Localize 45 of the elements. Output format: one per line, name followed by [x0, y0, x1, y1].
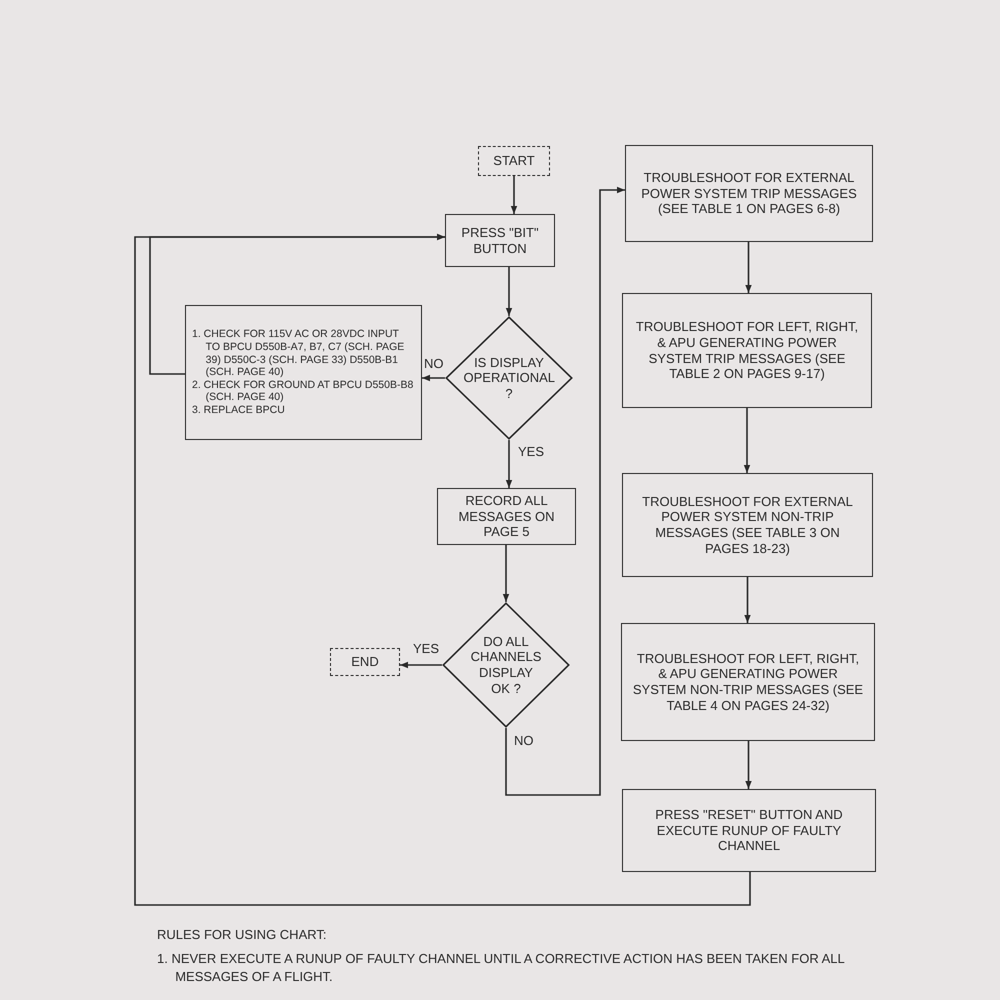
terminal-box: [478, 146, 550, 176]
node-text: PRESS "BIT" BUTTON: [460, 224, 540, 256]
rules-heading: RULES FOR USING CHART:: [157, 927, 328, 942]
node-text: IS DISPLAY OPERATIONAL ?: [463, 354, 554, 402]
arrow: [505, 186, 625, 796]
arrow: [510, 176, 518, 214]
process-box: [621, 623, 875, 741]
arrow: [400, 662, 442, 668]
process-box: [437, 488, 576, 545]
arrow: [506, 440, 512, 488]
node-text: PRESS "RESET" BUTTON AND EXECUTE RUNUP OF FAULTY CHANNEL: [654, 807, 844, 854]
arrow: [149, 234, 445, 375]
arrow: [422, 374, 445, 382]
node-text: START: [493, 153, 535, 169]
terminal-box: [330, 648, 400, 676]
edge-label: NO: [422, 356, 446, 371]
rule-text: 1. NEVER EXECUTE A RUNUP OF FAULTY CHANNEL UNTIL A CORRECTIVE ACTION HAS BEEN TAKEN FOR ALL MESSAGES OF A FLIGHT.: [157, 950, 846, 986]
process-box: [622, 473, 873, 577]
node-text: TROUBLESHOOT FOR EXTERNAL POWER SYSTEM NON-TRIP MESSAGES (SEE TABLE 3 ON PAGES 18-23): [641, 494, 854, 556]
arrow: [744, 408, 750, 473]
arrow: [745, 741, 752, 789]
node-text: TROUBLESHOOT FOR EXTERNAL POWER SYSTEM TRIP MESSAGES (SEE TABLE 1 ON PAGES 6-8): [640, 170, 858, 217]
instruction-box: [185, 305, 422, 440]
arrow: [502, 545, 510, 602]
decision-diamond: [442, 602, 570, 728]
arrow: [134, 234, 751, 906]
process-box: [622, 293, 872, 408]
node-text: 2. CHECK FOR GROUND AT BPCU D550B-B8 (SCH. PAGE 40): [192, 378, 414, 404]
node-text: DO ALL CHANNELS DISPLAY OK ?: [470, 634, 542, 696]
node-text: RECORD ALL MESSAGES ON PAGE 5: [457, 493, 556, 540]
edge-label: YES: [411, 641, 442, 656]
arrow: [745, 242, 752, 293]
arrow: [506, 267, 512, 316]
node-text: END: [351, 654, 379, 670]
node-text: 3. REPLACE BPCU: [192, 404, 285, 417]
node-text: TROUBLESHOOT FOR LEFT, RIGHT, & APU GENERATING POWER SYSTEM TRIP MESSAGES (SEE TABLE 2 ON PAGES 9-17): [634, 319, 860, 382]
edge-label: YES: [516, 444, 546, 459]
node-text: 1. CHECK FOR 115V AC OR 28VDC INPUT TO BPCU D550B-A7, B7, C7 (SCH. PAGE 39) D550C-3 (SCH. PAGE 33) D550B-B1 (SCH. PAGE 40): [192, 328, 406, 379]
decision-diamond: [445, 316, 573, 440]
process-box: [445, 214, 555, 267]
arrow: [744, 577, 751, 623]
edge-label: NO: [512, 733, 536, 748]
node-text: TROUBLESHOOT FOR LEFT, RIGHT, & APU GENERATING POWER SYSTEM NON-TRIP MESSAGES (SEE TABLE 4 ON PAGES 24-32): [632, 650, 864, 714]
process-box: [625, 145, 873, 242]
process-box: [622, 789, 876, 872]
